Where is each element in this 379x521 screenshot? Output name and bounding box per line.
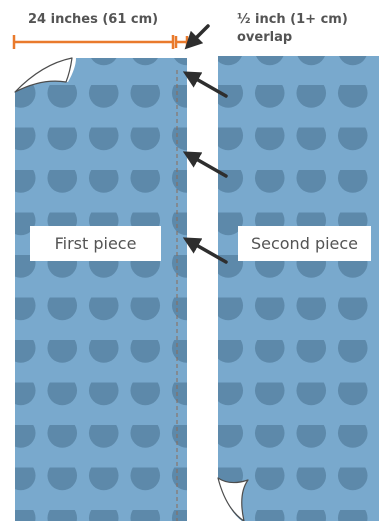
second-piece (218, 56, 379, 521)
width-measure-bracket (14, 35, 173, 49)
first-piece-label: First piece (30, 226, 161, 261)
arrow-icon (197, 26, 208, 37)
second-piece-label: Second piece (238, 226, 371, 261)
overlap-measurement-label: ½ inch (1+ cm) (237, 12, 348, 27)
overlap-caption-label: overlap (237, 30, 292, 45)
width-measurement-label: 24 inches (61 cm) (28, 12, 158, 27)
first-piece (15, 58, 187, 521)
overlap-measure-bracket (176, 36, 187, 48)
